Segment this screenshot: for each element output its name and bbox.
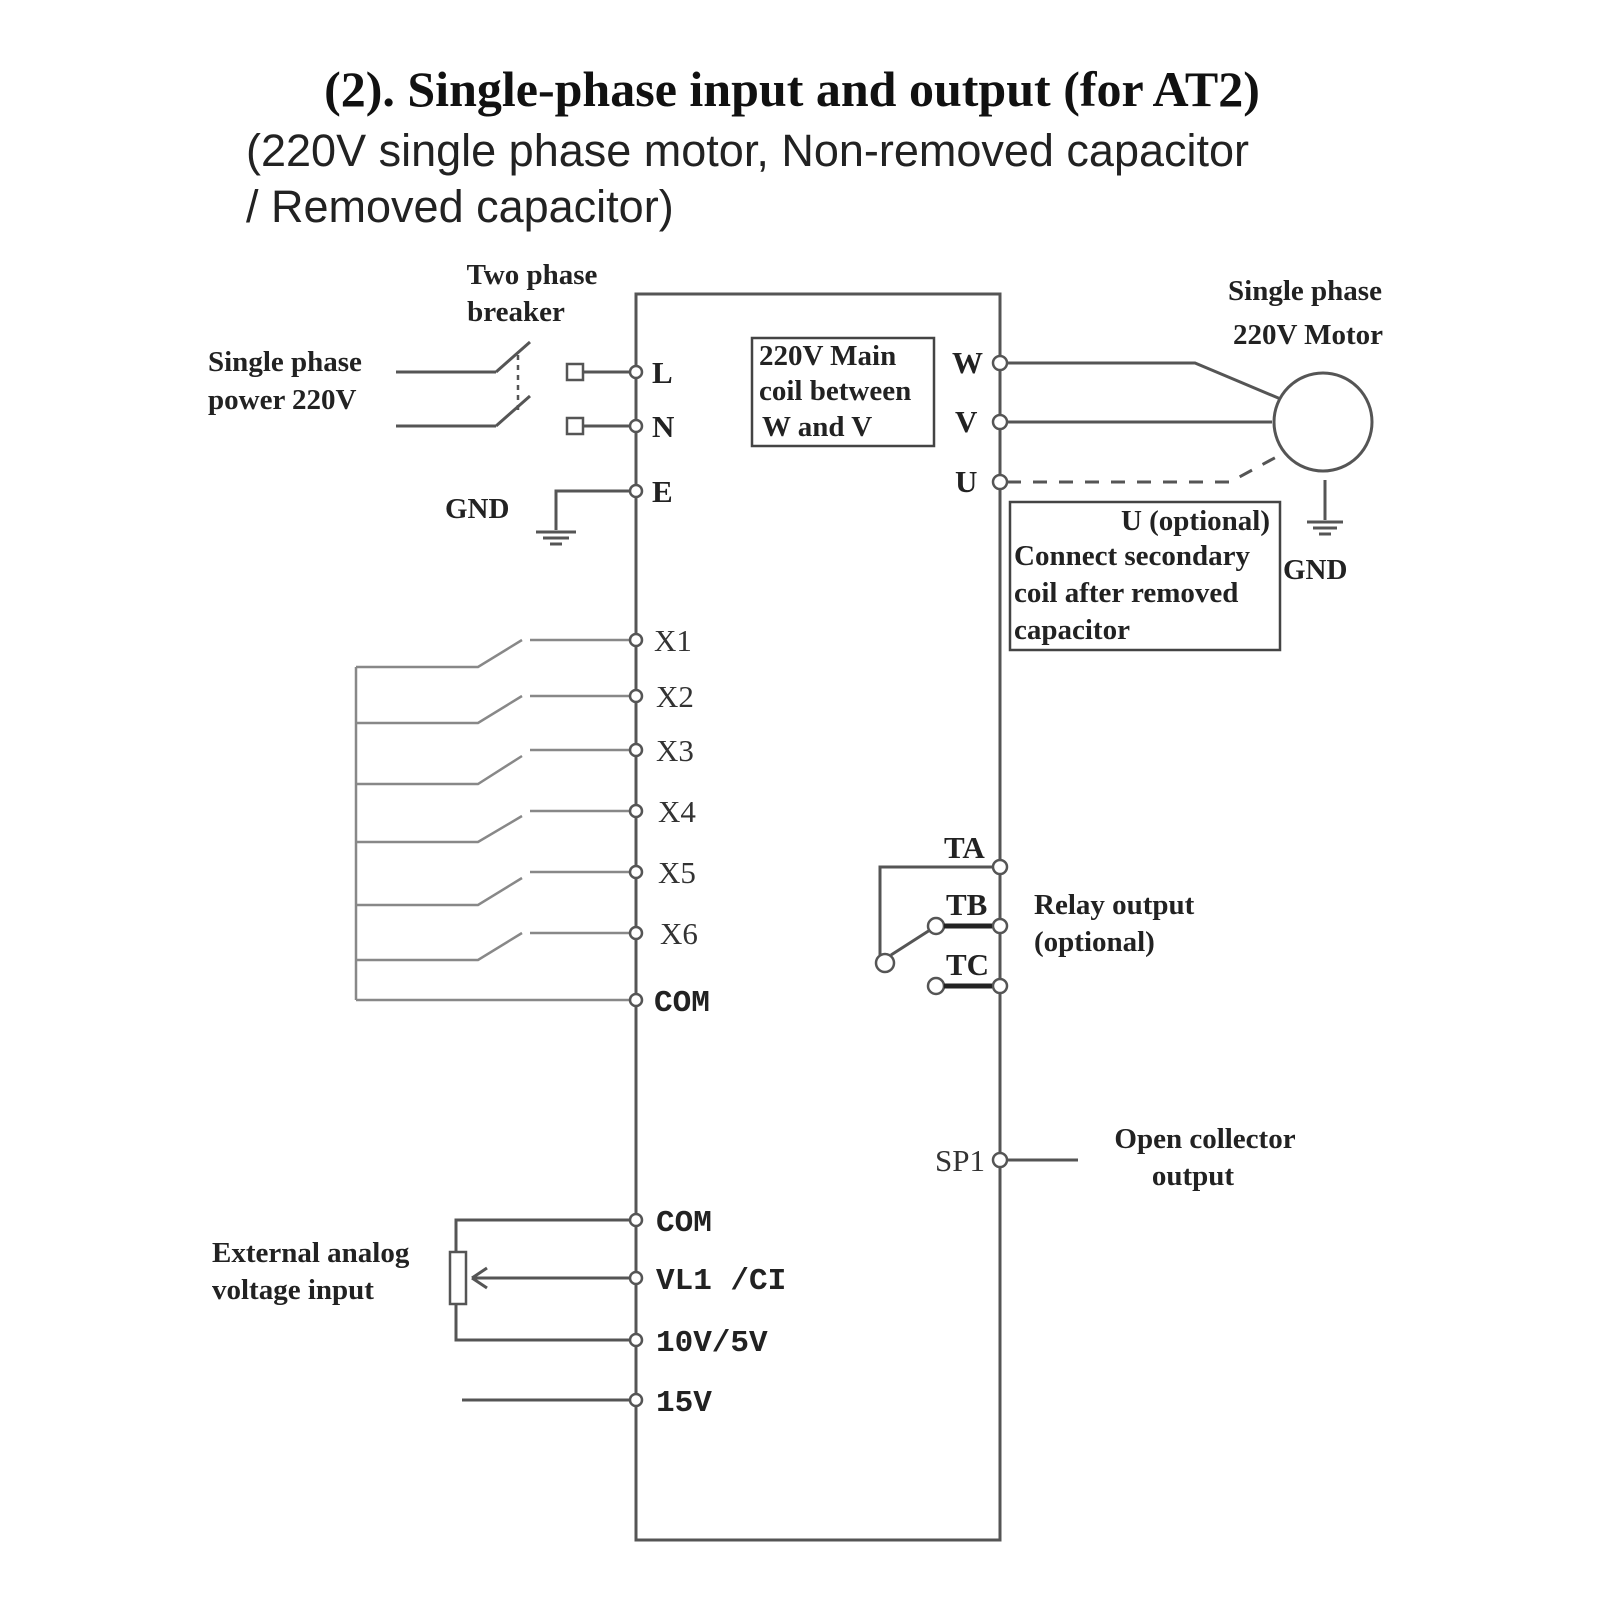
motor-wiring xyxy=(1007,361,1343,536)
terminal-x5-dot xyxy=(628,864,644,880)
terminal-x6-label: X6 xyxy=(660,916,698,951)
terminal-ta-label: TA xyxy=(944,830,985,865)
terminal-com1-label: COM xyxy=(654,986,710,1021)
terminal-x3-label: X3 xyxy=(656,733,694,768)
diagram-subtitle-line1: (220V single phase motor, Non-removed ca… xyxy=(246,125,1249,176)
relay-label-line1: Relay output xyxy=(1034,889,1195,921)
ground-left-icon xyxy=(536,489,630,546)
analog-label-line1: External analog xyxy=(212,1237,410,1269)
terminal-tc-dot xyxy=(991,977,1009,995)
relay-contact-icon xyxy=(874,865,993,996)
terminal-15v-dot xyxy=(628,1392,644,1408)
analog-label-line2: voltage input xyxy=(212,1274,374,1306)
breaker-label-line1: Two phase xyxy=(467,259,598,291)
terminal-v-label: V xyxy=(955,404,978,439)
u-note-line4: capacitor xyxy=(1014,614,1130,646)
main-coil-note-line1: 220V Main xyxy=(759,340,896,372)
main-coil-note-line3: W and V xyxy=(762,411,872,443)
terminal-tb-label: TB xyxy=(946,887,987,922)
open-collector-label-line1: Open collector xyxy=(1114,1123,1295,1155)
terminal-u-dot xyxy=(991,473,1009,491)
terminal-e-dot xyxy=(628,483,644,499)
terminal-n-dot xyxy=(628,418,644,434)
terminal-sp1-label: SP1 xyxy=(935,1143,985,1178)
terminal-x3-dot xyxy=(628,742,644,758)
terminal-sp1-dot xyxy=(991,1151,1009,1169)
u-note-line2: Connect secondary xyxy=(1014,540,1251,572)
terminal-x1-dot xyxy=(628,632,644,648)
power-label-line1: Single phase xyxy=(208,346,362,378)
terminal-ta-dot xyxy=(991,858,1009,876)
terminal-tb-dot xyxy=(991,917,1009,935)
main-coil-note-box xyxy=(750,336,936,448)
diagram-title: (2). Single-phase input and output (for … xyxy=(324,61,1260,117)
terminal-x1-label: X1 xyxy=(654,623,692,658)
breaker-switch xyxy=(396,340,632,436)
u-optional-note-box xyxy=(1008,500,1282,652)
terminal-x4-dot xyxy=(628,803,644,819)
potentiometer-icon xyxy=(448,1218,630,1342)
power-label-line2: power 220V xyxy=(208,384,357,416)
open-collector-label-line2: output xyxy=(1152,1160,1235,1192)
gnd-right-label: GND xyxy=(1283,554,1347,586)
digital-input-switches xyxy=(354,638,630,1002)
u-note-line3: coil after removed xyxy=(1014,577,1238,609)
terminal-vl1-label: VL1 /CI xyxy=(656,1264,786,1299)
terminal-10v-label: 10V/5V xyxy=(656,1326,768,1361)
breaker-label-line2: breaker xyxy=(467,296,565,328)
terminal-com2-dot xyxy=(628,1212,644,1228)
terminal-v-dot xyxy=(991,413,1009,431)
terminal-tc-label: TC xyxy=(946,947,989,982)
terminal-l-label: L xyxy=(652,355,673,390)
motor-icon xyxy=(1272,371,1374,473)
terminal-com1-dot xyxy=(628,992,644,1008)
terminal-u-label: U xyxy=(955,464,977,499)
terminal-x2-dot xyxy=(628,688,644,704)
u-note-line1: U (optional) xyxy=(1121,505,1270,537)
gnd-left-label: GND xyxy=(445,493,509,525)
terminal-10v-dot xyxy=(628,1332,644,1348)
terminal-l-dot xyxy=(628,364,644,380)
terminal-vl1-dot xyxy=(628,1270,644,1286)
main-coil-note-line2: coil between xyxy=(759,375,911,407)
relay-label-line2: (optional) xyxy=(1034,926,1155,958)
terminal-com2-label: COM xyxy=(656,1206,712,1241)
inverter-body xyxy=(634,292,1002,1542)
terminal-x4-label: X4 xyxy=(658,794,696,829)
terminal-n-label: N xyxy=(652,409,674,444)
terminal-w-dot xyxy=(991,354,1009,372)
motor-label-line2: 220V Motor xyxy=(1233,319,1383,351)
motor-label-line1: Single phase xyxy=(1228,275,1382,307)
terminal-15v-label: 15V xyxy=(656,1386,712,1421)
terminal-x6-dot xyxy=(628,925,644,941)
terminal-x2-label: X2 xyxy=(656,679,694,714)
terminal-e-label: E xyxy=(652,474,673,509)
terminal-x5-label: X5 xyxy=(658,855,696,890)
terminal-w-label: W xyxy=(952,345,983,380)
diagram-subtitle-line2: / Removed capacitor) xyxy=(246,181,674,232)
